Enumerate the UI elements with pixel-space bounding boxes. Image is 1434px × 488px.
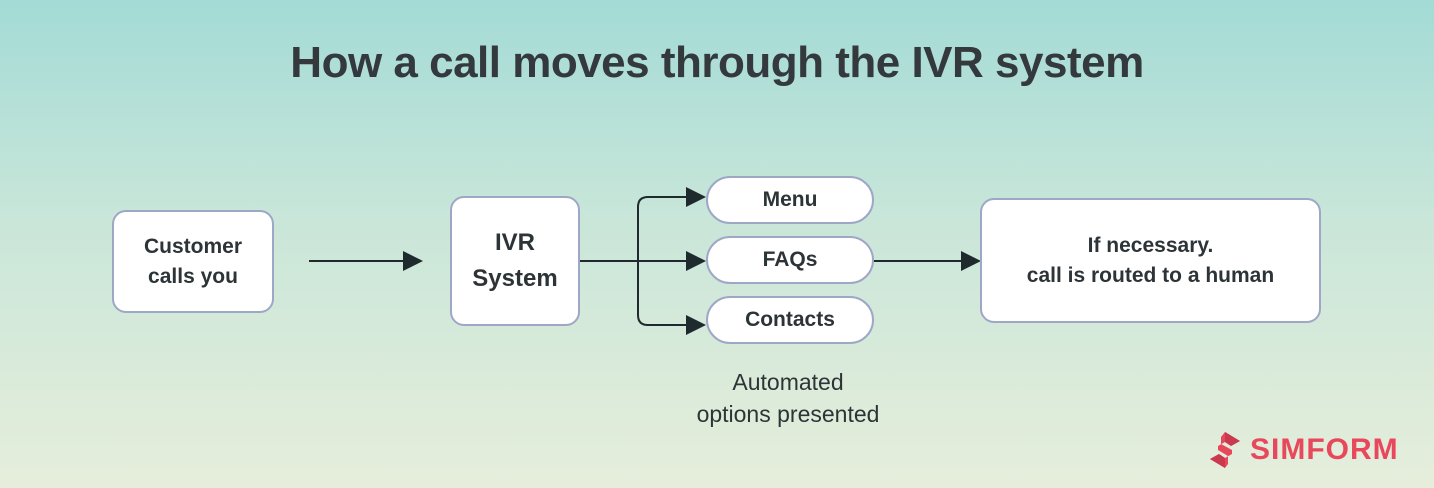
arrow-ivr-to-menu xyxy=(637,187,706,261)
customer-node-label: Customer calls you xyxy=(143,234,243,288)
option-faqs: FAQs xyxy=(706,236,874,284)
human-routing-node-label: If necessary. call is routed to a human xyxy=(1026,233,1275,287)
ivr-system-node: IVR System xyxy=(450,196,580,326)
simform-logo-icon xyxy=(1210,432,1240,468)
customer-node: Customer calls you xyxy=(112,210,274,313)
page-title: How a call moves through the IVR system xyxy=(290,38,1144,87)
human-routing-node: If necessary. call is routed to a human xyxy=(980,198,1321,323)
option-menu: Menu xyxy=(706,176,874,224)
option-contacts: Contacts xyxy=(706,296,874,344)
simform-logo: SIMFORM xyxy=(1206,430,1399,470)
options-caption: Automated options presented xyxy=(696,369,880,427)
arrow-ivr-to-contacts xyxy=(637,261,706,335)
ivr-system-node-label: IVR System xyxy=(472,229,558,292)
simform-logo-text: SIMFORM xyxy=(1250,433,1399,466)
